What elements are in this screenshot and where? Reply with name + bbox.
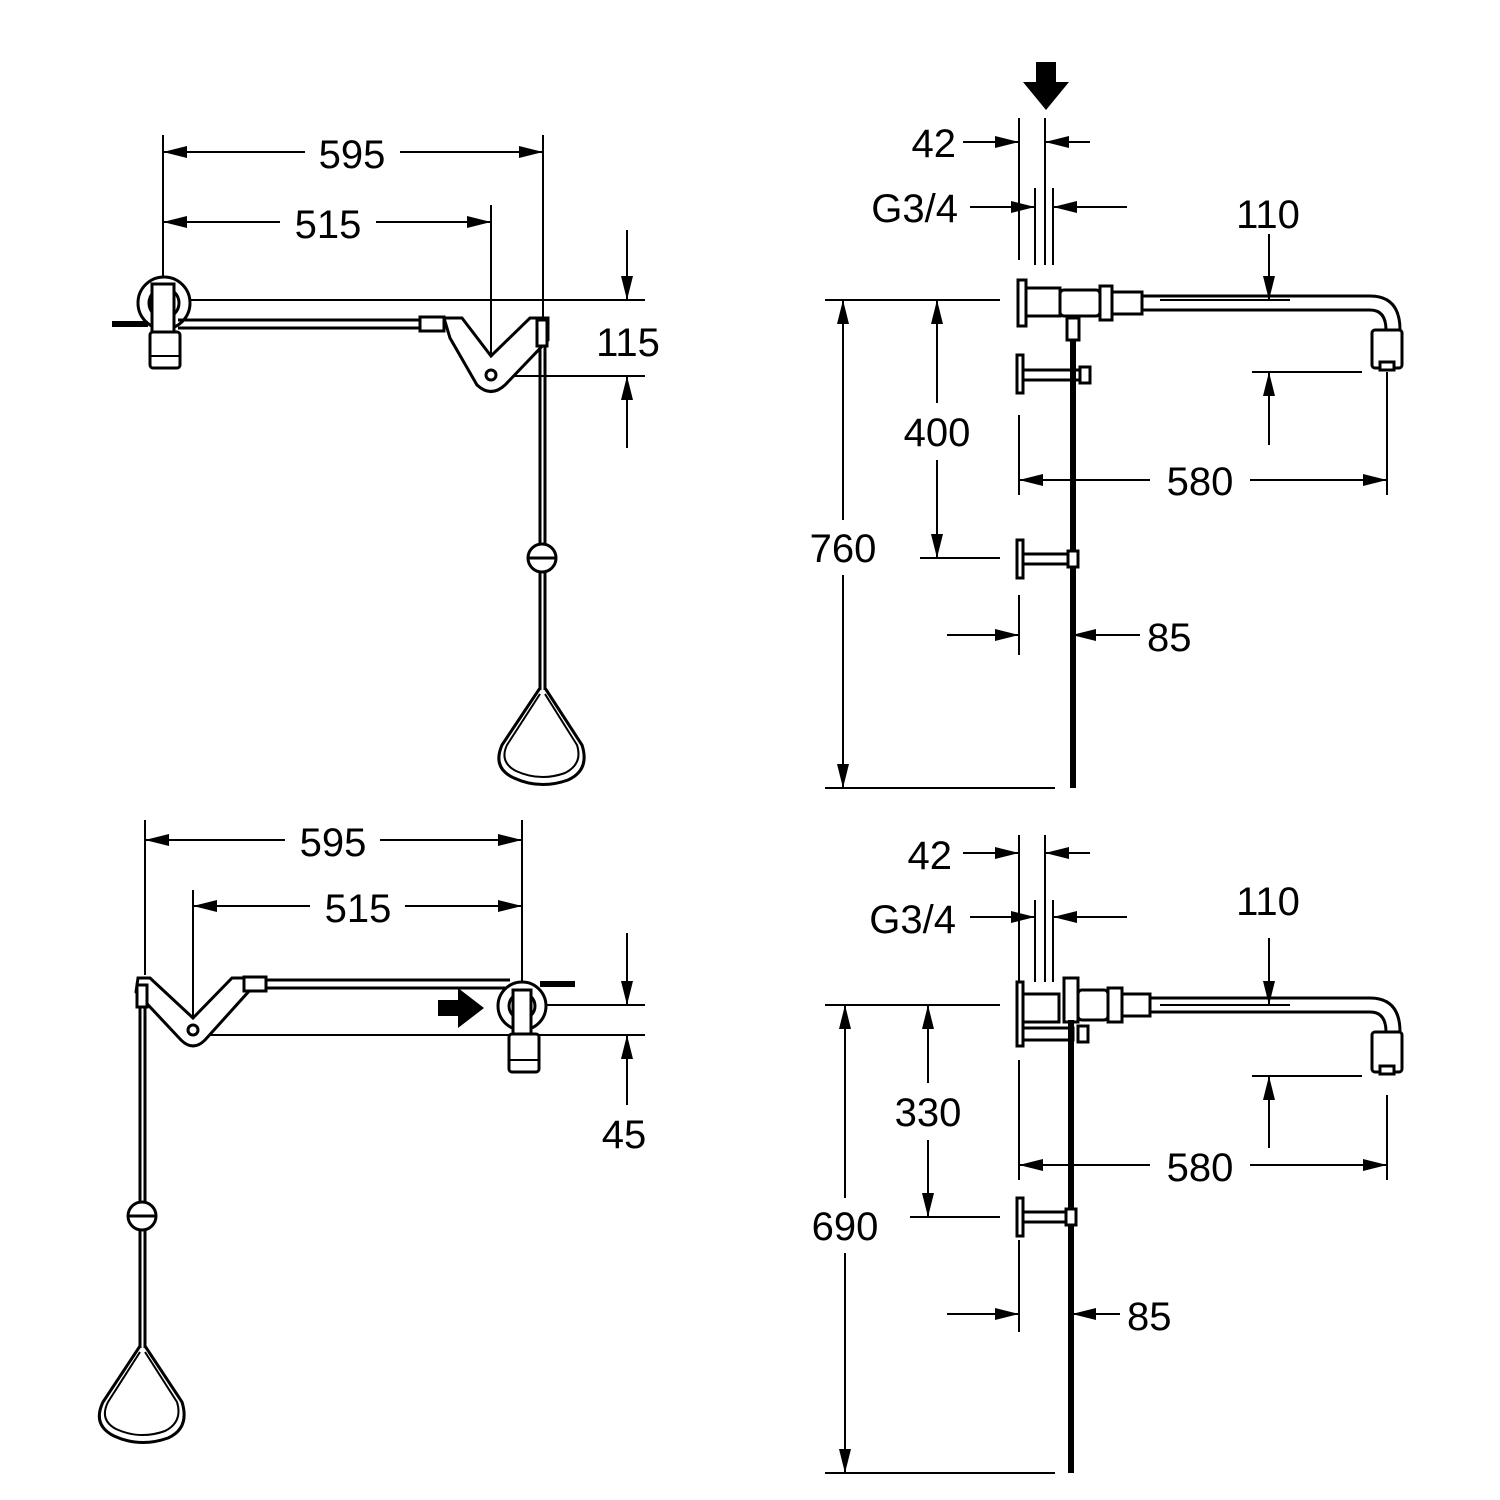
- dim-label-reach: 580: [1167, 460, 1234, 504]
- dim-label-thread: G3/4: [869, 898, 956, 942]
- valve-body: [112, 275, 192, 370]
- dim-label-rod: 85: [1127, 1295, 1172, 1339]
- dimension-45: 45: [602, 933, 647, 1157]
- dim-label-pivot: 515: [325, 887, 392, 931]
- dimension-110: 110: [1236, 193, 1300, 445]
- pull-rod-handle: [497, 318, 586, 786]
- dimension-110: 110: [1236, 880, 1300, 1148]
- dimension-42: 42: [908, 834, 1090, 878]
- dim-label-thread: G3/4: [871, 187, 958, 231]
- flow-direction-arrow-icon: [1023, 62, 1069, 110]
- dim-label-pivot: 515: [295, 203, 362, 247]
- view-top-left: 595 515 115: [112, 133, 660, 786]
- dimension-515: 515: [193, 887, 522, 931]
- valve-and-arm: [1016, 278, 1404, 372]
- dimension-760: 760: [810, 300, 877, 788]
- dim-label-height: 760: [810, 527, 877, 571]
- dimension-thread: G3/4: [871, 187, 1127, 231]
- view-top-right: 42 G3/4 110 400 760 580: [810, 62, 1404, 789]
- dimension-85: 85: [947, 1295, 1172, 1339]
- dimension-115: 115: [596, 230, 660, 448]
- dim-label-bracket: 330: [895, 1091, 962, 1135]
- wall-brackets: [1015, 1196, 1078, 1238]
- dim-label-overall: 595: [300, 821, 367, 865]
- dimension-330: 330: [895, 1005, 962, 1217]
- view-bottom-left: 595 515 45: [97, 820, 647, 1444]
- dimension-580: 580: [1019, 460, 1387, 504]
- dimension-42: 42: [912, 122, 1090, 166]
- dim-label-offset: 115: [596, 321, 660, 365]
- dim-label-offset: 45: [602, 1113, 647, 1157]
- wall-brackets: [1015, 353, 1092, 580]
- dimension-690: 690: [812, 1005, 879, 1473]
- swing-arm: [178, 315, 550, 393]
- dim-label-overall: 595: [319, 133, 386, 177]
- dim-label-reach: 580: [1167, 1146, 1234, 1190]
- dimension-595: 595: [145, 821, 522, 865]
- swing-arm: [134, 975, 510, 1048]
- dimension-thread: G3/4: [869, 898, 1127, 942]
- dim-label-head: 110: [1236, 880, 1300, 924]
- dimension-515: 515: [163, 203, 491, 247]
- valve-and-arm: [1015, 976, 1404, 1076]
- dim-label-height: 690: [812, 1205, 879, 1249]
- dimension-85: 85: [947, 616, 1192, 660]
- dimension-400: 400: [904, 300, 971, 558]
- dim-label-head: 110: [1236, 193, 1300, 237]
- dim-label-wall: 42: [912, 122, 957, 166]
- dim-label-wall: 42: [908, 834, 953, 878]
- pull-rod-handle: [97, 983, 186, 1444]
- dim-label-rod: 85: [1147, 616, 1192, 660]
- dimension-580: 580: [1019, 1146, 1387, 1190]
- view-bottom-right: 42 G3/4 110 330 690 580: [812, 834, 1404, 1474]
- dimension-595: 595: [163, 133, 543, 177]
- flow-direction-arrow-icon: [438, 988, 484, 1028]
- valve-body: [496, 980, 575, 1074]
- dim-label-bracket: 400: [904, 411, 971, 455]
